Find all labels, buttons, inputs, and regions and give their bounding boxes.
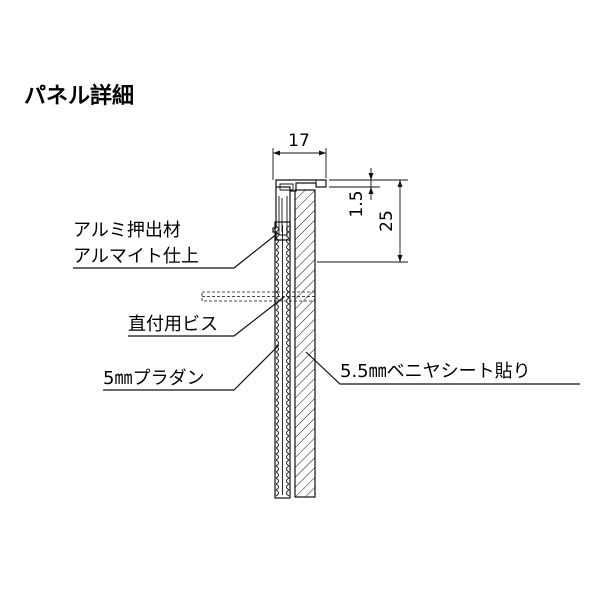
corrugated-board: [274, 221, 291, 499]
total-height-value: 25: [377, 210, 397, 232]
label-plastic-corrugated: 5㎜プラダン: [103, 344, 280, 391]
aluminum-label-line1: アルミ押出材: [73, 220, 181, 241]
label-veneer-sheet: 5.5㎜ベニヤシート貼り: [305, 351, 580, 385]
plastic-corrugated-label: 5㎜プラダン: [103, 368, 204, 389]
width-value: 17: [288, 131, 310, 151]
direct-screw-label: 直付用ビス: [128, 314, 218, 335]
panel-section: [272, 179, 327, 499]
width-dimension: 17: [272, 131, 327, 180]
aluminum-label-line2: アルマイト仕上: [73, 246, 199, 267]
direct-screw: [201, 291, 316, 302]
aluminum-extrusion: [275, 179, 327, 192]
height-dimensions: 1.5 25: [317, 168, 408, 263]
aluminum-profile-leg: [272, 187, 291, 241]
page-title: パネル詳細: [24, 83, 134, 109]
veneer-sheet: [294, 189, 316, 498]
corrugated-flutes: [275, 225, 290, 497]
label-aluminum-extrusion: アルミ押出材 アルマイト仕上: [73, 220, 279, 269]
top-gap-value: 1.5: [347, 190, 367, 217]
label-direct-screw: 直付用ビス: [128, 296, 285, 337]
veneer-sheet-label: 5.5㎜ベニヤシート貼り: [340, 361, 531, 382]
